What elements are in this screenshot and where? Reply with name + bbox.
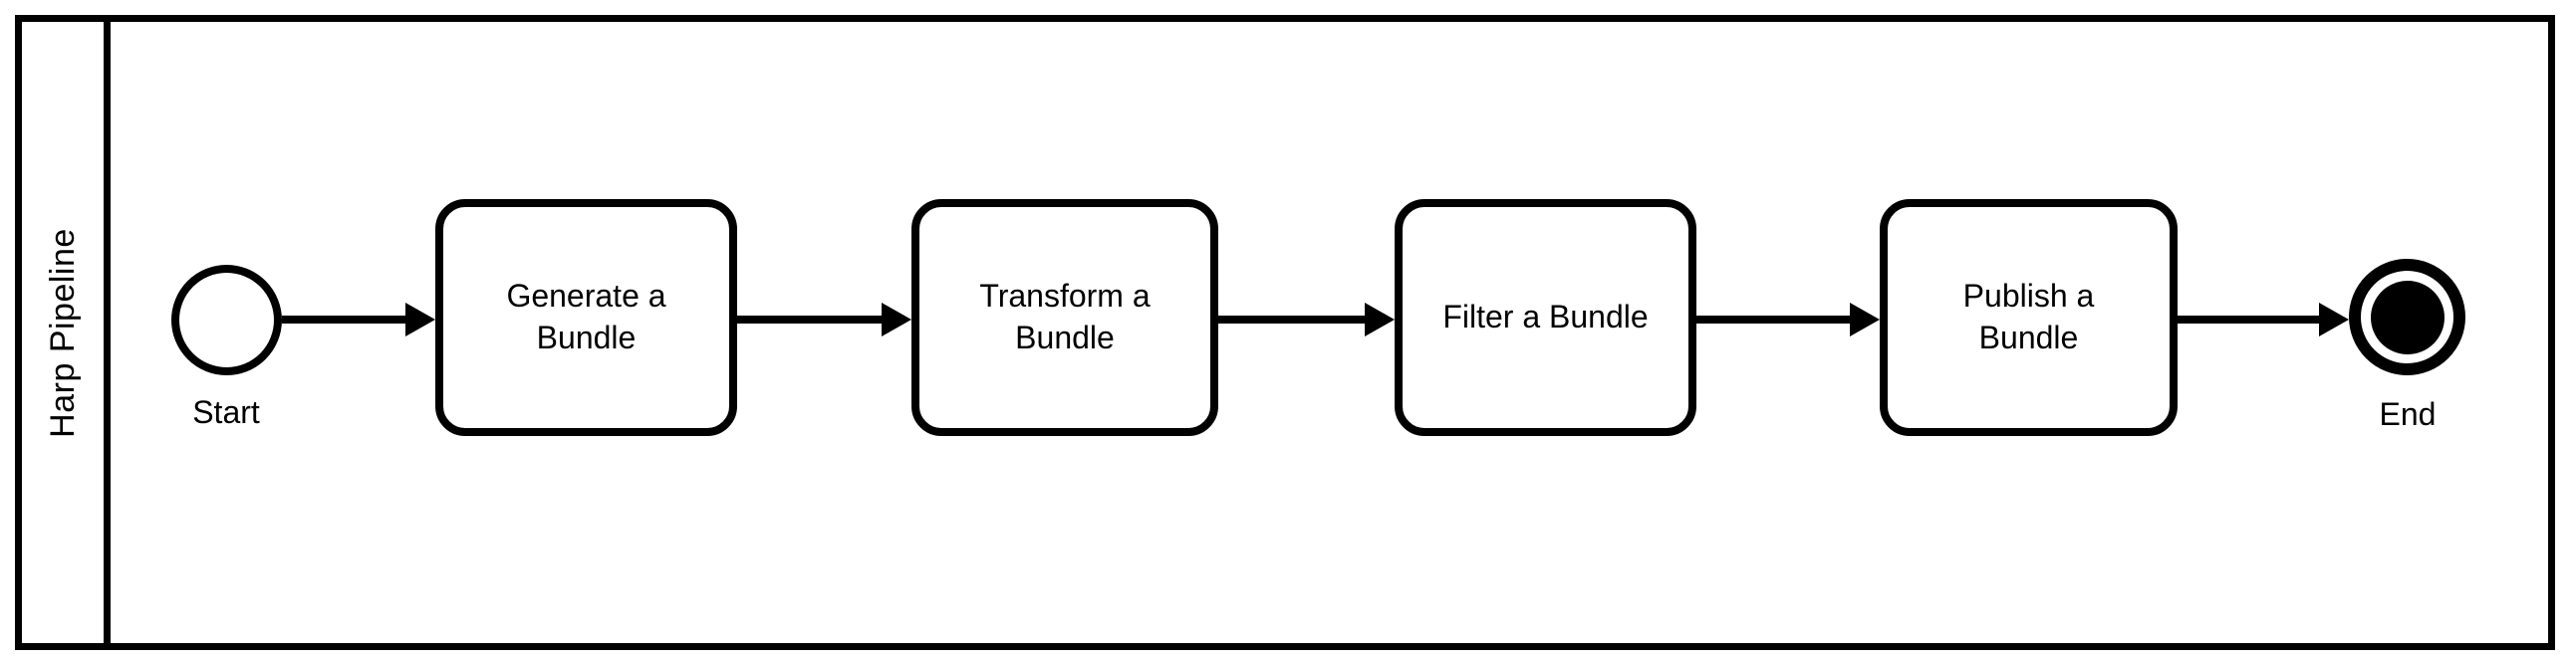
task-generate-a-bundle: Generate a Bundle bbox=[435, 199, 737, 436]
arrow-head-icon bbox=[1850, 303, 1880, 336]
task-transform-a-bundle: Transform a Bundle bbox=[911, 199, 1218, 436]
lane-label: Harp Pipeline bbox=[43, 227, 82, 438]
task-publish-a-bundle: Publish a Bundle bbox=[1880, 199, 2178, 436]
arrow-head-icon bbox=[1365, 303, 1395, 336]
task-label: Transform a Bundle bbox=[979, 278, 1151, 355]
end-event-fill bbox=[2370, 280, 2445, 354]
sequence-flow-arrow bbox=[2178, 303, 2349, 336]
task-filter-a-bundle: Filter a Bundle bbox=[1395, 199, 1696, 436]
arrow-line bbox=[282, 316, 411, 324]
lane-divider bbox=[104, 15, 111, 650]
arrow-line bbox=[1218, 316, 1371, 324]
start-event-circle bbox=[171, 265, 282, 375]
sequence-flow-arrow bbox=[1218, 303, 1395, 336]
arrow-line bbox=[737, 316, 888, 324]
arrow-line bbox=[1696, 316, 1856, 324]
arrow-head-icon bbox=[2319, 303, 2349, 336]
task-label: Generate a Bundle bbox=[506, 278, 666, 355]
arrow-head-icon bbox=[882, 303, 911, 336]
sequence-flow-arrow bbox=[737, 303, 911, 336]
task-label: Filter a Bundle bbox=[1442, 299, 1649, 335]
arrow-line bbox=[2178, 316, 2325, 324]
lane-header: Harp Pipeline bbox=[22, 22, 104, 643]
arrow-head-icon bbox=[405, 303, 435, 336]
sequence-flow-arrow bbox=[1696, 303, 1880, 336]
end-event-label: End bbox=[2379, 396, 2437, 432]
end-event-circle bbox=[2349, 259, 2465, 375]
start-event-label: Start bbox=[192, 394, 260, 430]
sequence-flow-arrow bbox=[282, 303, 435, 336]
task-label: Publish a Bundle bbox=[1962, 278, 2095, 355]
